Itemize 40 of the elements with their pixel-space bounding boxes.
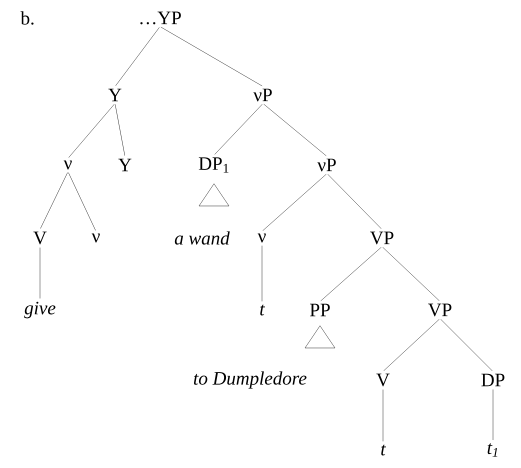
branch-line <box>440 319 492 372</box>
tree-node-label: V <box>33 232 47 244</box>
tree-leaf: t <box>381 444 386 456</box>
branch-line <box>264 104 326 156</box>
tree-node-label: νP <box>253 88 272 102</box>
branch-line <box>382 247 440 301</box>
branch-line <box>214 104 263 155</box>
tree-leaf: t$_{1}$ <box>488 443 498 457</box>
branch-line <box>320 247 382 302</box>
example-letter: b. <box>20 11 34 25</box>
branch-line <box>115 104 126 156</box>
tree-leaf: t <box>260 304 266 316</box>
tree-node-label: VP <box>370 232 394 244</box>
branch-line <box>68 104 115 158</box>
tree-leaf: to Dumpledore <box>194 371 306 389</box>
tree-node-label: Y <box>108 88 122 102</box>
tree-node-label: VP <box>428 304 452 316</box>
branch-line <box>382 389 384 442</box>
tree-leaf: give <box>24 302 56 318</box>
branch-line <box>160 26 262 86</box>
branch-line <box>328 174 382 229</box>
branch-line <box>115 27 160 86</box>
tree-leaf: a wand <box>174 231 230 245</box>
branch-line <box>68 172 96 231</box>
tree-node-label: DP$_{1}$ <box>198 157 228 173</box>
tree-node-label: DP <box>481 374 504 386</box>
tree-node-label: Y <box>118 158 132 172</box>
tree-node-label: ν <box>92 234 100 242</box>
tree-node-label: ν <box>258 234 266 242</box>
tree-node-label: V <box>376 374 390 386</box>
branch-line <box>40 172 68 229</box>
branch-line <box>384 319 440 371</box>
branch-line <box>492 389 494 440</box>
tree-node-label: …YP <box>140 12 181 24</box>
tree-node-label: νP <box>317 158 336 172</box>
tree-node-label: PP <box>310 304 330 316</box>
tree-node-label: ν <box>64 160 72 170</box>
roof-triangle <box>198 184 230 206</box>
roof-triangle <box>304 326 336 348</box>
branch-line <box>262 174 326 231</box>
